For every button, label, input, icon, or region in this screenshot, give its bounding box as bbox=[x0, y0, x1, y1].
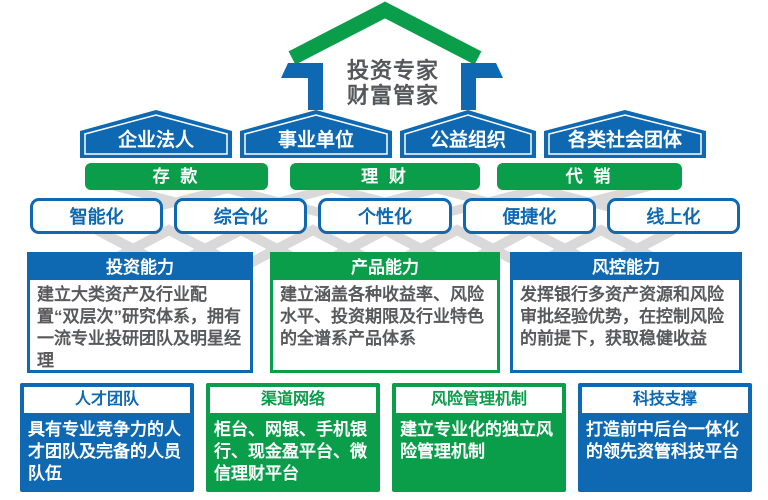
audience-pennant-social-groups: 各类社会团体 bbox=[567, 130, 682, 151]
feature-box-convenient: 便捷化 bbox=[462, 198, 596, 234]
pennant-shape bbox=[544, 110, 706, 158]
foundation-title: 科技支撑 bbox=[582, 387, 748, 413]
feature-row: 智能化 综合化 个性化 便捷化 线上化 bbox=[30, 198, 741, 234]
foundation-box-risk-management: 风险管理机制 建立专业化的独立风险管理机制 bbox=[392, 383, 566, 492]
service-bar-wealth: 理 财 bbox=[290, 163, 480, 190]
audience-pennant-institution: 事业单位 bbox=[277, 130, 354, 151]
capability-title: 产品能力 bbox=[273, 255, 497, 280]
pennant-shape bbox=[80, 110, 232, 158]
pennant-inner-line bbox=[548, 114, 702, 155]
capability-box-risk-control: 风控能力 发挥银行多资产资源和风险审批经验优势，在控制风险的前提下，获取稳健收益 bbox=[510, 252, 742, 373]
feature-box-comprehensive: 综合化 bbox=[174, 198, 308, 234]
foundation-title: 人才团队 bbox=[24, 387, 190, 413]
service-bar-deposits: 存 款 bbox=[85, 163, 268, 190]
capability-desc: 建立涵盖各种收益率、风险水平、投资期限及行业特色的全谱系产品体系 bbox=[280, 285, 484, 348]
right-bracket-icon bbox=[461, 63, 503, 110]
pennant-shape bbox=[240, 110, 392, 158]
capability-box-product: 产品能力 建立涵盖各种收益率、风险水平、投资期限及行业特色的全谱系产品体系 bbox=[270, 252, 500, 373]
pennant-shapes bbox=[80, 110, 706, 158]
apex-title-line1: 投资专家 bbox=[346, 58, 439, 83]
capability-title: 风控能力 bbox=[513, 255, 739, 280]
capability-desc: 建立大类资产及行业配置“双层次”研究体系，拥有一流专业投研团队及明星经理 bbox=[37, 285, 241, 370]
audience-pennant-charity: 公益组织 bbox=[429, 130, 506, 151]
foundation-desc: 具有专业竞争力的人才团队及完备的人员队伍 bbox=[28, 420, 181, 483]
roof-chevron-icon bbox=[288, 1, 482, 65]
foundation-desc: 柜台、网银、手机银行、现金盈平台、微信理财平台 bbox=[214, 420, 367, 483]
foundation-box-technology: 科技支撑 打造前中后台一体化的领先资管科技平台 bbox=[578, 383, 752, 492]
capability-box-investment: 投资能力 建立大类资产及行业配置“双层次”研究体系，拥有一流专业投研团队及明星经… bbox=[27, 252, 253, 373]
apex-title-line2: 财富管家 bbox=[346, 83, 439, 108]
pennant-shape bbox=[400, 110, 536, 158]
pennant-inner-line bbox=[404, 114, 532, 155]
service-bar-distribution: 代 销 bbox=[497, 163, 682, 190]
foundation-box-talent: 人才团队 具有专业竞争力的人才团队及完备的人员队伍 bbox=[20, 383, 194, 492]
foundation-title: 风险管理机制 bbox=[396, 387, 562, 413]
feature-box-intelligent: 智能化 bbox=[30, 198, 164, 234]
foundation-row: 人才团队 具有专业竞争力的人才团队及完备的人员队伍 渠道网络 柜台、网银、手机银… bbox=[20, 383, 752, 492]
pennant-inner-line bbox=[244, 114, 388, 155]
foundation-box-channels: 渠道网络 柜台、网银、手机银行、现金盈平台、微信理财平台 bbox=[206, 383, 380, 492]
foundation-desc: 建立专业化的独立风险管理机制 bbox=[400, 420, 553, 461]
pennant-inner-line bbox=[84, 114, 228, 155]
foundation-title: 渠道网络 bbox=[210, 387, 376, 413]
left-bracket-icon bbox=[281, 63, 323, 110]
capability-title: 投资能力 bbox=[30, 255, 250, 280]
capability-desc: 发挥银行多资产资源和风险审批经验优势，在控制风险的前提下，获取稳健收益 bbox=[520, 285, 724, 348]
audience-pennant-corporate: 企业法人 bbox=[117, 130, 194, 151]
feature-box-online: 线上化 bbox=[606, 198, 741, 234]
foundation-desc: 打造前中后台一体化的领先资管科技平台 bbox=[586, 420, 739, 461]
feature-box-personalized: 个性化 bbox=[318, 198, 452, 234]
apex-title: 投资专家 财富管家 bbox=[312, 58, 474, 108]
